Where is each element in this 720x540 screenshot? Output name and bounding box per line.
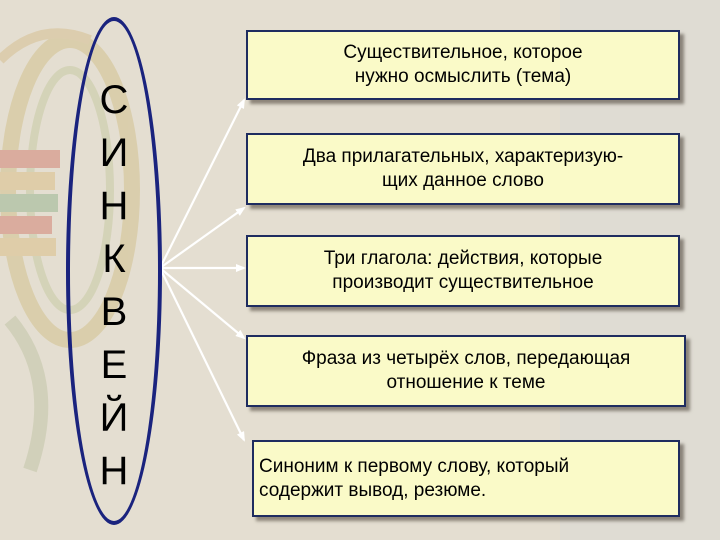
- arrow-to-box-5: [159, 267, 245, 442]
- letter-3: Н: [99, 184, 129, 228]
- box-four-word-phrase: Фраза из четырёх слов, передающая отноше…: [246, 335, 686, 407]
- box-four-word-phrase-text: Фраза из четырёх слов, передающая отноше…: [301, 348, 631, 393]
- letter-5: В: [100, 290, 128, 334]
- letter-6: Е: [100, 343, 128, 387]
- letter-1: С: [99, 78, 129, 122]
- letter-2: И: [99, 131, 129, 175]
- arrow-to-box-1: [159, 98, 245, 269]
- box-three-verbs: Три глагола: действия, которые производи…: [246, 235, 680, 307]
- letter-4: К: [102, 237, 126, 281]
- box-synonym-text: Синоним к первому слову, который содержи…: [259, 455, 570, 501]
- arrow-to-box-4: [159, 267, 246, 340]
- letter-8: Н: [99, 449, 129, 493]
- vertical-word: С И Н К В Е Й Н: [66, 74, 162, 498]
- letter-7: Й: [99, 396, 129, 440]
- box-three-verbs-text: Три глагола: действия, которые производи…: [323, 248, 603, 293]
- box-synonym: Синоним к первому слову, который содержи…: [252, 440, 680, 517]
- box-noun-theme-text: Существительное, которое нужно осмыслить…: [343, 42, 583, 87]
- arrow-to-box-2: [159, 206, 246, 269]
- box-noun-theme: Существительное, которое нужно осмыслить…: [246, 30, 680, 100]
- box-two-adjectives: Два прилагательных, характеризую- щих да…: [246, 133, 680, 205]
- vertical-word-oval: [66, 17, 162, 525]
- box-two-adjectives-text: Два прилагательных, характеризую- щих да…: [302, 146, 624, 191]
